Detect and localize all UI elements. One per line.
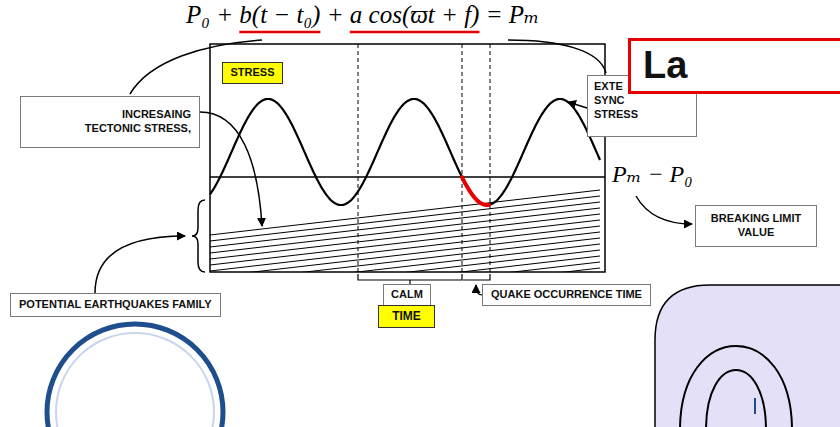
side-panel bbox=[655, 285, 840, 427]
time-marker bbox=[358, 44, 359, 272]
quake-bracket bbox=[463, 274, 490, 280]
hatch-line bbox=[210, 214, 600, 259]
hatch-line bbox=[210, 190, 600, 235]
time-marker bbox=[462, 44, 463, 272]
sine-wave bbox=[210, 99, 600, 205]
hatch-line bbox=[210, 202, 600, 247]
highlight-box: TIME bbox=[378, 305, 435, 328]
time-marker bbox=[490, 44, 491, 272]
term-underline bbox=[239, 31, 320, 34]
box-text: CALM bbox=[391, 288, 423, 302]
hatch-line bbox=[210, 244, 600, 272]
logo-ring bbox=[47, 324, 223, 427]
box-text: QUAKE OCCURRENCE TIME bbox=[491, 288, 642, 302]
box-text: BREAKING LIMIT VALUE bbox=[702, 212, 810, 240]
logo-inner-ring bbox=[56, 333, 214, 427]
leader-line bbox=[508, 40, 606, 73]
label-box: POTENTIAL EARTHQUAKES FAMILY bbox=[10, 293, 221, 317]
box-text: TIME bbox=[392, 309, 421, 324]
panel-mark bbox=[754, 398, 756, 414]
formula-label: Pₘ − P₀ bbox=[612, 160, 693, 188]
label-box: CALM bbox=[383, 284, 431, 306]
family-brace bbox=[192, 200, 205, 272]
leader-arrow bbox=[200, 112, 262, 226]
label-box: INCRESAING TECTONIC STRESS, bbox=[20, 96, 200, 148]
label-box: QUAKE OCCURRENCE TIME bbox=[482, 284, 651, 306]
box-text: STRESS bbox=[230, 66, 275, 80]
box-text: INCRESAING TECTONIC STRESS, bbox=[67, 108, 191, 136]
leader-arrow bbox=[95, 236, 185, 293]
panel-arc bbox=[706, 370, 766, 427]
quake-segment bbox=[462, 177, 489, 205]
hatch-line bbox=[210, 220, 600, 265]
term-underline bbox=[350, 31, 480, 34]
hatch-line bbox=[210, 208, 600, 253]
calm-bracket bbox=[358, 274, 462, 284]
leader-arrow bbox=[636, 196, 692, 224]
title-box: La bbox=[628, 38, 840, 94]
tectonic-band bbox=[210, 190, 600, 272]
leader-arrow bbox=[568, 102, 587, 108]
hatch-line bbox=[210, 226, 600, 271]
box-text: La bbox=[643, 43, 829, 89]
hatch-line bbox=[210, 262, 600, 272]
label-box: BREAKING LIMIT VALUE bbox=[695, 205, 817, 247]
panel-arc bbox=[680, 346, 792, 427]
box-text: POTENTIAL EARTHQUAKES FAMILY bbox=[19, 298, 212, 312]
formula: P₀ + b(t − t₀) + a cos(ϖt + f) = Pₘ bbox=[186, 0, 539, 29]
hatch-line bbox=[210, 256, 600, 272]
hatch-line bbox=[210, 196, 600, 241]
breaking-limit-line bbox=[210, 176, 605, 178]
highlight-box: STRESS bbox=[222, 62, 283, 84]
chart-frame bbox=[210, 44, 605, 272]
